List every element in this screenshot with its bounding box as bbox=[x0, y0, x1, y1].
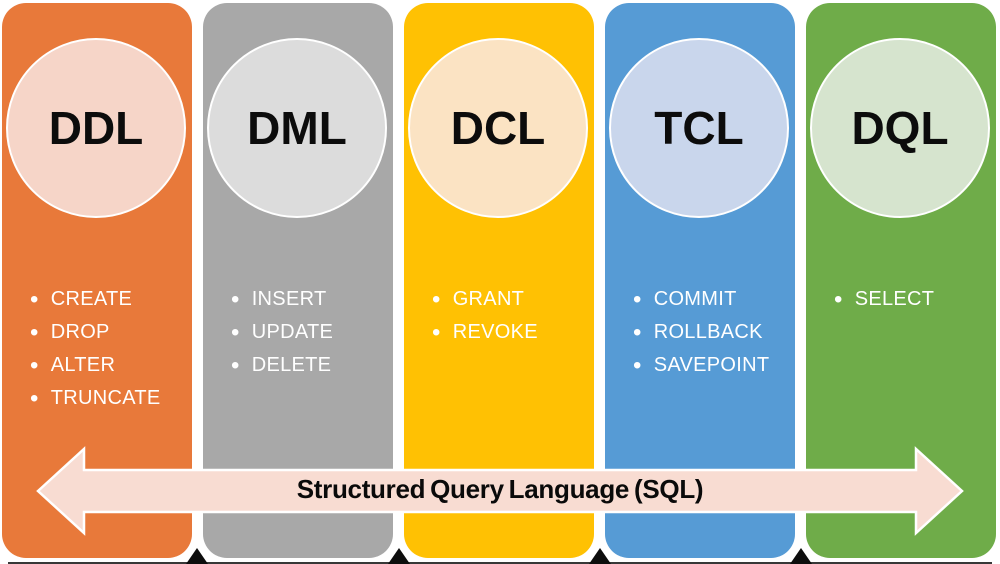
gap-triangle bbox=[790, 548, 812, 564]
bullet-icon: • bbox=[231, 285, 240, 313]
list-item: • SAVEPOINT bbox=[633, 349, 789, 382]
card-dml: DML • INSERT • UPDATE • DELETE bbox=[203, 3, 393, 558]
double-arrow-shape bbox=[36, 446, 964, 536]
list-item: • DELETE bbox=[231, 349, 387, 382]
command-label: SELECT bbox=[854, 288, 935, 310]
tcl-circle-badge: TCL bbox=[609, 38, 789, 218]
command-label: COMMIT bbox=[653, 288, 737, 310]
tcl-command-list: • COMMIT • ROLLBACK • SAVEPOINT bbox=[633, 283, 789, 382]
command-label: CREATE bbox=[50, 288, 133, 310]
list-item: • INSERT bbox=[231, 283, 387, 316]
gap-triangle bbox=[589, 548, 611, 564]
list-item: • REVOKE bbox=[432, 316, 588, 349]
list-item: • DROP bbox=[30, 316, 186, 349]
tcl-acronym: TCL bbox=[654, 102, 744, 154]
command-label: TRUNCATE bbox=[50, 387, 161, 409]
bullet-icon: • bbox=[231, 351, 240, 379]
bullet-icon: • bbox=[432, 318, 441, 346]
card-dql: DQL • SELECT bbox=[806, 3, 996, 558]
dcl-command-list: • GRANT • REVOKE bbox=[432, 283, 588, 349]
bottom-edge-line bbox=[8, 562, 992, 564]
list-item: • SELECT bbox=[834, 283, 990, 316]
command-label: ROLLBACK bbox=[653, 321, 763, 343]
command-label: REVOKE bbox=[452, 321, 538, 343]
card-tcl: TCL • COMMIT • ROLLBACK • SAVEPOINT bbox=[605, 3, 795, 558]
bullet-icon: • bbox=[30, 351, 39, 379]
bullet-icon: • bbox=[633, 285, 642, 313]
list-item: • TRUNCATE bbox=[30, 382, 186, 415]
dml-acronym: DML bbox=[247, 102, 347, 154]
ddl-command-list: • CREATE • DROP • ALTER • TRUNCATE bbox=[30, 283, 186, 415]
ddl-acronym: DDL bbox=[48, 102, 144, 154]
card-ddl: DDL • CREATE • DROP • ALTER • TRUNCATE bbox=[2, 3, 192, 558]
dql-acronym: DQL bbox=[851, 102, 949, 154]
bullet-icon: • bbox=[633, 318, 642, 346]
dql-circle-badge: DQL bbox=[810, 38, 990, 218]
dml-circle-badge: DML bbox=[207, 38, 387, 218]
ddl-circle-badge: DDL bbox=[6, 38, 186, 218]
command-label: DROP bbox=[50, 321, 110, 343]
dml-command-list: • INSERT • UPDATE • DELETE bbox=[231, 283, 387, 382]
bullet-icon: • bbox=[30, 285, 39, 313]
bullet-icon: • bbox=[834, 285, 843, 313]
dcl-acronym: DCL bbox=[450, 102, 546, 154]
command-label: INSERT bbox=[251, 288, 327, 310]
list-item: • ROLLBACK bbox=[633, 316, 789, 349]
command-label: UPDATE bbox=[251, 321, 334, 343]
bullet-icon: • bbox=[231, 318, 240, 346]
gap-triangle bbox=[388, 548, 410, 564]
list-item: • ALTER bbox=[30, 349, 186, 382]
list-item: • UPDATE bbox=[231, 316, 387, 349]
bullet-icon: • bbox=[30, 384, 39, 412]
bullet-icon: • bbox=[432, 285, 441, 313]
gap-triangle bbox=[186, 548, 208, 564]
double-arrow-icon bbox=[36, 446, 964, 536]
dcl-circle-badge: DCL bbox=[408, 38, 588, 218]
command-label: GRANT bbox=[452, 288, 525, 310]
command-label: ALTER bbox=[50, 354, 116, 376]
arrow-label: Structured Query Language (SQL) bbox=[296, 474, 704, 504]
card-dcl: DCL • GRANT • REVOKE bbox=[404, 3, 594, 558]
list-item: • GRANT bbox=[432, 283, 588, 316]
list-item: • COMMIT bbox=[633, 283, 789, 316]
bullet-icon: • bbox=[633, 351, 642, 379]
bullet-icon: • bbox=[30, 318, 39, 346]
list-item: • CREATE bbox=[30, 283, 186, 316]
command-label: DELETE bbox=[251, 354, 332, 376]
dql-command-list: • SELECT bbox=[834, 283, 990, 316]
command-label: SAVEPOINT bbox=[653, 354, 770, 376]
